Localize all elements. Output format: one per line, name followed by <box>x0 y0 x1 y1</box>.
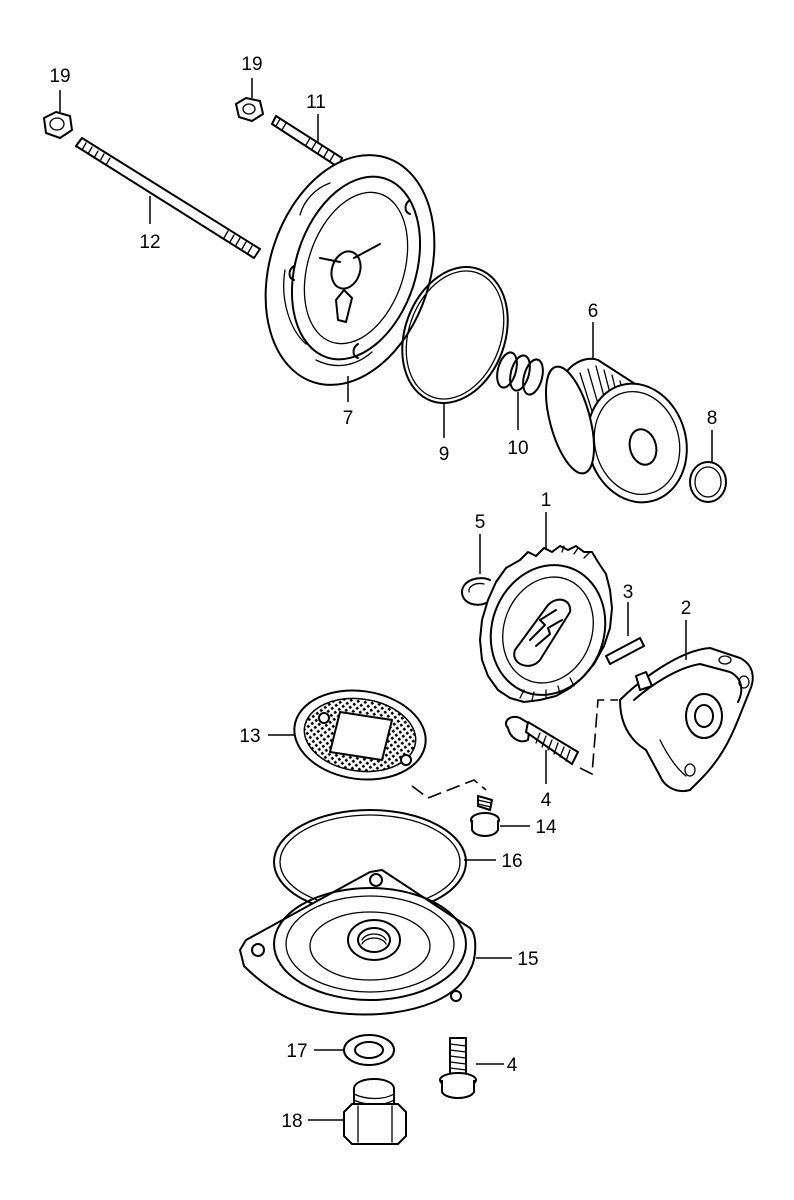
alignment-line-4-to-2 <box>579 699 618 776</box>
callout-11: 11 <box>306 92 326 113</box>
callout-19-right: 19 <box>241 54 262 75</box>
part-11-short-stud <box>271 114 343 168</box>
part-15-strainer-cap <box>239 869 512 1016</box>
callout-12: 12 <box>139 232 160 253</box>
part-5-circlip <box>461 534 491 606</box>
callout-7: 7 <box>343 408 354 429</box>
callout-4-upper: 4 <box>541 790 552 811</box>
callout-2: 2 <box>681 598 692 619</box>
callout-4-lower: 4 <box>507 1055 518 1076</box>
callout-3: 3 <box>623 582 634 603</box>
part-9-o-ring <box>401 266 509 438</box>
callout-18: 18 <box>281 1111 302 1132</box>
callout-13: 13 <box>239 726 260 747</box>
part-1-pump-gear <box>479 512 613 703</box>
callout-15: 15 <box>517 949 538 970</box>
part-13-oil-strainer <box>268 689 427 781</box>
part-19-nut-right <box>235 78 264 122</box>
part-3-pin <box>605 602 645 665</box>
callout-1: 1 <box>541 490 552 511</box>
callout-19-left: 19 <box>49 66 70 87</box>
part-12-long-stud <box>75 137 261 259</box>
part-4-bolt-upper <box>504 716 579 784</box>
part-18-drain-plug <box>308 1078 407 1145</box>
callout-9: 9 <box>439 444 450 465</box>
part-7-filter-cover <box>264 154 436 402</box>
part-8-small-o-ring <box>689 430 727 503</box>
part-6-filter-element <box>545 322 688 504</box>
part-17-washer <box>314 1034 395 1066</box>
alignment-line-13-to-14 <box>411 779 487 799</box>
callout-14: 14 <box>535 817 557 838</box>
callout-5: 5 <box>475 512 486 533</box>
part-4-bolt-lower <box>439 1037 504 1099</box>
callout-8: 8 <box>707 408 718 429</box>
part-19-nut-left <box>43 90 73 139</box>
callout-10: 10 <box>507 438 528 459</box>
callout-16: 16 <box>501 851 522 872</box>
callout-17: 17 <box>286 1041 307 1062</box>
part-2-oil-pump <box>619 620 754 792</box>
callout-6: 6 <box>588 301 599 322</box>
part-14-flange-bolt <box>470 795 530 837</box>
part-10-spring <box>496 351 544 430</box>
